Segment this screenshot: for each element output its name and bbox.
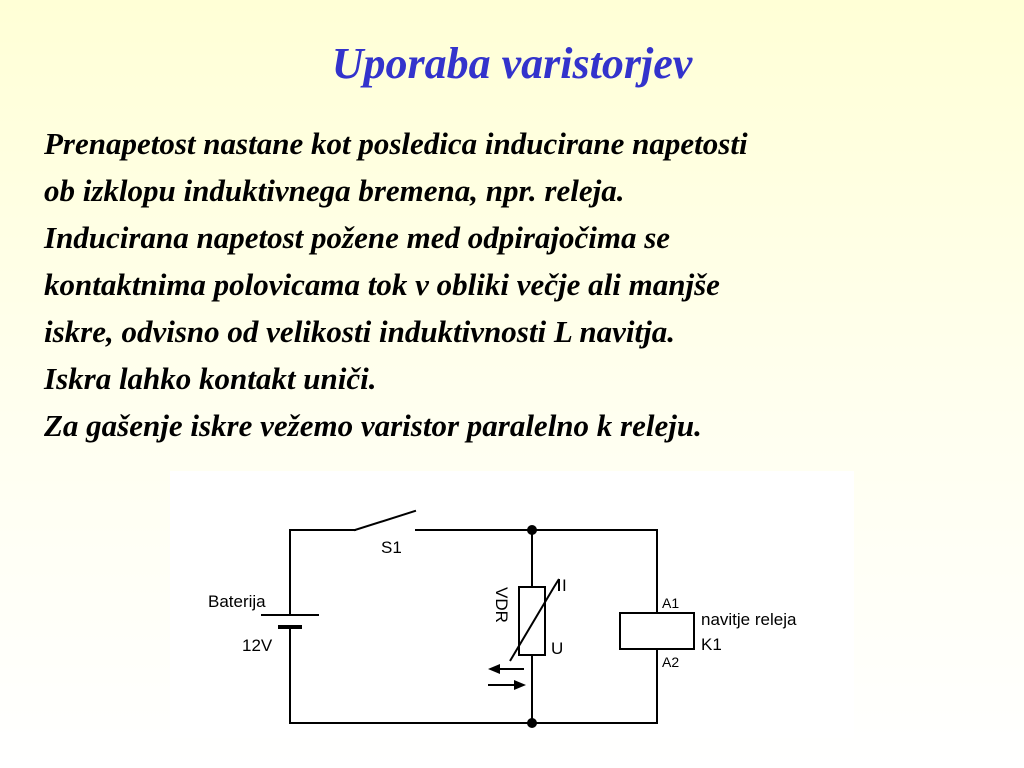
switch-label: S1	[381, 538, 402, 557]
relay-label-line2: K1	[701, 635, 722, 654]
junction-bottom	[527, 718, 537, 728]
paragraph-line: Prenapetost nastane kot posledica induci…	[44, 126, 748, 161]
varistor-diagonal	[509, 578, 560, 662]
varistor-vdr	[518, 586, 546, 656]
relay-terminal-a1: A1	[662, 595, 679, 611]
circuit-schematic: S1 Baterija 12V VDR U I A1 A2 navitje re…	[208, 509, 797, 728]
junction-top	[527, 525, 537, 535]
relay-label-line1: navitje releja	[701, 610, 797, 629]
slide-title: Uporaba varistorjev	[331, 39, 693, 88]
paragraph-line: iskre, odvisno od velikosti induktivnost…	[44, 314, 675, 349]
relay-coil-k1	[619, 612, 695, 650]
paragraph-line: ob izklopu induktivnega bremena, npr. re…	[44, 173, 625, 208]
circuit-diagram: S1 Baterija 12V VDR U I A1 A2 navitje re…	[170, 471, 854, 738]
body-paragraph: Prenapetost nastane kot posledica induci…	[44, 120, 1004, 449]
battery-voltage-label: 12V	[242, 636, 273, 655]
battery-label: Baterija	[208, 592, 266, 611]
current-symbol-label: I	[562, 576, 567, 595]
paragraph-line: Iskra lahko kontakt uniči.	[44, 361, 377, 396]
paragraph-line: kontaktnima polovicama tok v obliki večj…	[44, 267, 720, 302]
voltage-symbol-label: U	[551, 639, 563, 658]
varistor-label: VDR	[492, 587, 511, 623]
paragraph-line: Za gašenje iskre vežemo varistor paralel…	[44, 408, 702, 443]
paragraph-line: Inducirana napetost požene med odpirajoč…	[44, 220, 671, 255]
relay-terminal-a2: A2	[662, 654, 679, 670]
switch-s1-blade	[353, 509, 417, 532]
arrow-right-icon	[514, 680, 526, 690]
arrow-left-icon	[488, 664, 500, 674]
